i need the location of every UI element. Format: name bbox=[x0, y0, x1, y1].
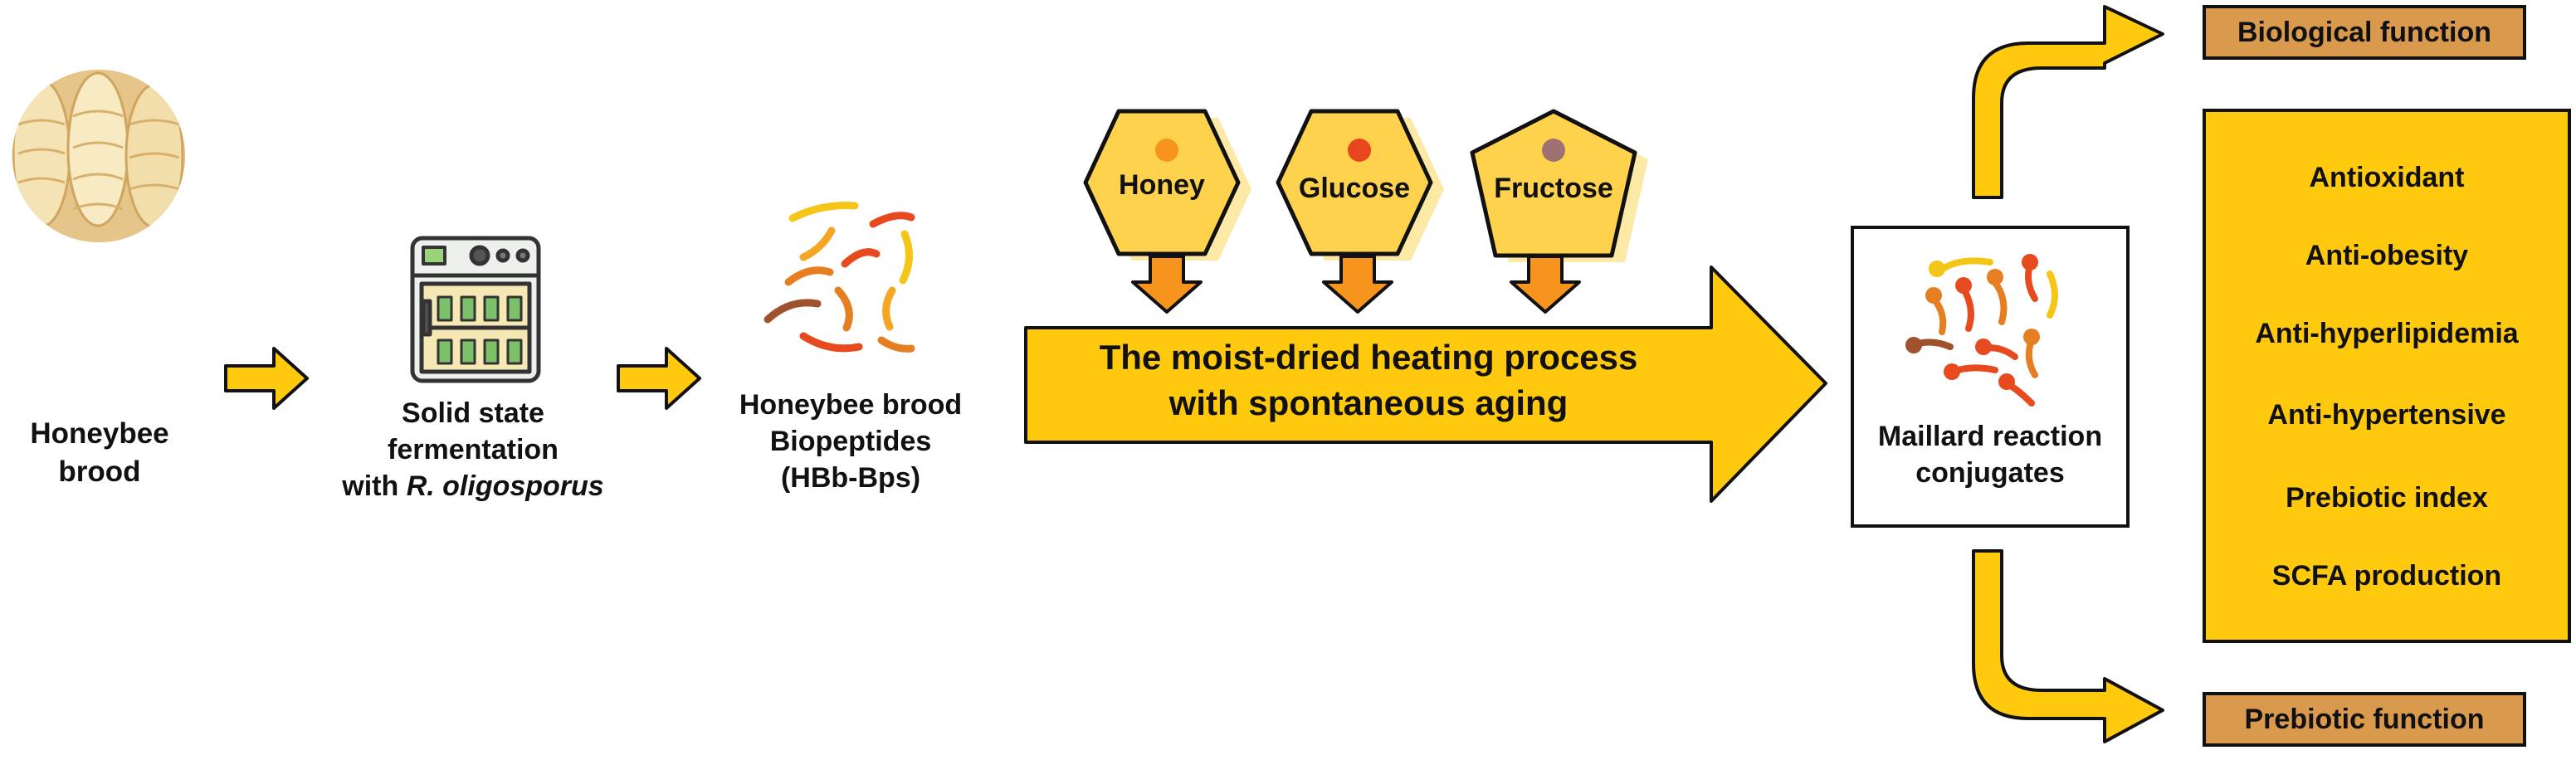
fructose-pentagon bbox=[1470, 109, 1648, 262]
fermentation-label: Solid state fermentation with R. oligosp… bbox=[342, 397, 604, 503]
activity-item: Prebiotic index bbox=[2286, 482, 2488, 514]
brood-label: Honeybee brood bbox=[30, 417, 169, 488]
fructose-dot bbox=[1542, 139, 1565, 162]
biopeptides-label: Honeybee brood Biopeptides (HBb-Bps) bbox=[739, 389, 963, 494]
incubator-icon bbox=[410, 236, 541, 383]
prebiotic-function-box: Prebiotic function bbox=[2203, 692, 2526, 747]
peptide-chains-icon bbox=[764, 202, 915, 353]
fructose-arrow bbox=[1510, 255, 1581, 314]
activity-item: Anti-obesity bbox=[2305, 240, 2469, 271]
biological-function-box: Biological function bbox=[2203, 5, 2526, 60]
activity-item: Anti-hyperlipidemia bbox=[2255, 318, 2519, 349]
flow-arrow-2 bbox=[617, 347, 701, 410]
flow-arrow-1 bbox=[224, 347, 309, 410]
maillard-sugar-dots bbox=[1905, 254, 2040, 390]
process-label: The moist-dried heating process with spo… bbox=[1099, 338, 1638, 422]
sugar-label-glucose: Glucose bbox=[1298, 173, 1411, 204]
sugar-label-fructose: Fructose bbox=[1494, 173, 1613, 204]
honey-dot bbox=[1155, 139, 1178, 162]
sugar-label-honey: Honey bbox=[1119, 169, 1205, 201]
prebiotic-function-arrow bbox=[1972, 549, 2164, 743]
biological-function-arrow bbox=[1972, 5, 2164, 199]
glucose-dot bbox=[1348, 139, 1371, 162]
honey-hexagon bbox=[1083, 109, 1251, 261]
process-arrow bbox=[1024, 266, 1827, 503]
glucose-hexagon bbox=[1276, 109, 1444, 261]
activity-item: Anti-hypertensive bbox=[2267, 399, 2506, 431]
conjugates-label: Maillard reaction conjugates bbox=[1877, 421, 2103, 490]
activities-box: Antioxidant Anti-obesity Anti-hyperlipid… bbox=[2203, 109, 2571, 643]
activity-item: Antioxidant bbox=[2309, 162, 2465, 193]
honeybee-brood-photo-icon bbox=[12, 70, 185, 242]
honey-arrow bbox=[1131, 255, 1203, 314]
glucose-arrow bbox=[1322, 255, 1393, 314]
activity-item: SCFA production bbox=[2271, 560, 2502, 592]
